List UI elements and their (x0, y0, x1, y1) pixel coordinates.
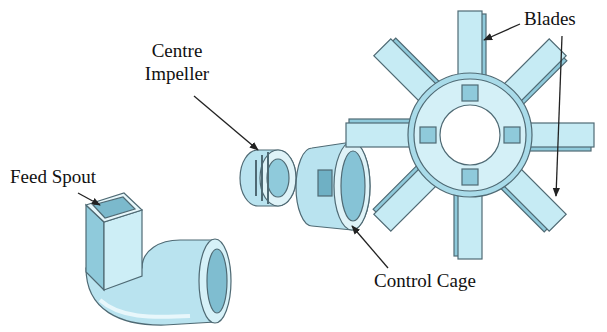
part-label: Control Cage (374, 270, 476, 293)
blades-wheel (346, 11, 594, 259)
part-label: Feed Spout (10, 166, 96, 189)
part-label: Centre Impeller (138, 40, 216, 86)
control-cage (296, 142, 370, 230)
centre-impeller (240, 150, 296, 206)
leader-lines (78, 24, 562, 268)
part-label: Blades (524, 8, 576, 31)
feed-spout (86, 193, 231, 325)
